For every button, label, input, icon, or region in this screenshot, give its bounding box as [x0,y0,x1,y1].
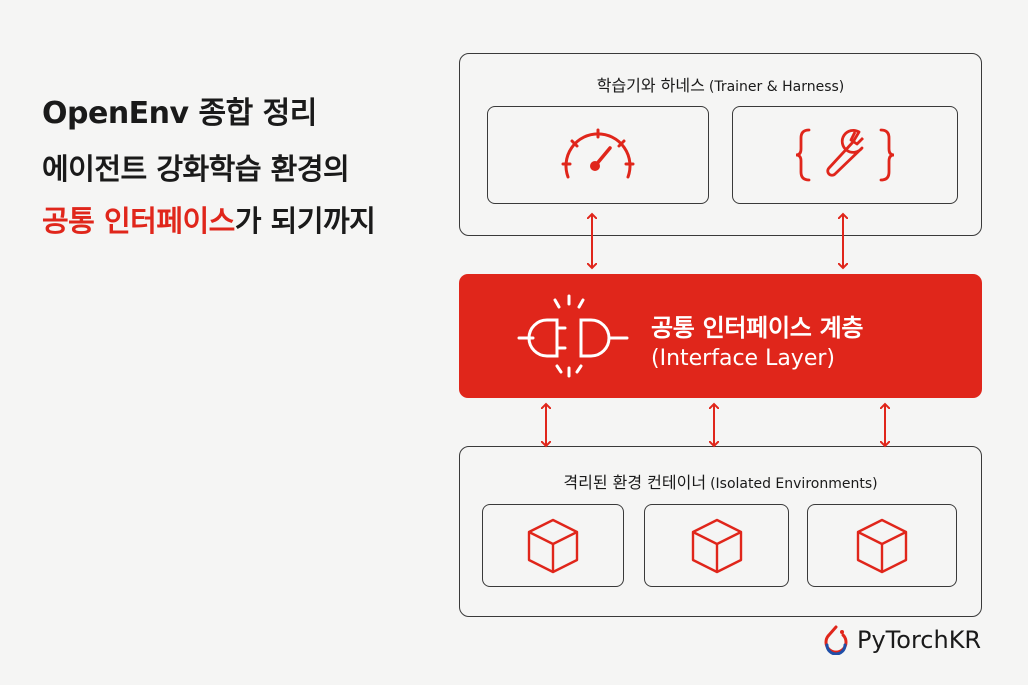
headline-rest: 가 되기까지 [234,204,376,238]
env-panel-title: 격리된 환경 컨테이너(Isolated Environments) [460,469,981,493]
headline-line-1: OpenEnv 종합 정리 [42,96,317,131]
environment-card-3 [807,504,957,587]
environment-card-1 [482,504,624,587]
brand: PyTorchKR [823,625,981,655]
trainer-title-main: 학습기와 하네스 [596,76,705,95]
code-wrench-icon [795,128,895,182]
environment-card-2 [644,504,789,587]
trainer-title-sub: (Trainer & Harness) [708,79,845,95]
interface-layer-block: 공통 인터페이스 계층 (Interface Layer) [459,274,982,398]
cube-icon [527,518,579,573]
cube-icon [856,518,908,573]
trainer-harness-panel: 학습기와 하네스(Trainer & Harness) [459,53,982,236]
env-title-main: 격리된 환경 컨테이너 [563,473,707,492]
brand-name: PyTorchKR [857,626,982,654]
cube-icon [691,518,742,573]
headline-highlight: 공통 인터페이스 [42,204,235,238]
isolated-environments-panel: 격리된 환경 컨테이너(Isolated Environments) [459,446,982,617]
harness-card [732,106,958,204]
headline-line-3: 공통 인터페이스가 되기까지 [42,198,376,240]
pytorchkr-logo-icon [824,625,848,655]
gauge-icon [561,128,635,179]
trainer-card [487,106,709,204]
interface-layer-subtitle: (Interface Layer) [651,346,835,371]
trainer-panel-title: 학습기와 하네스(Trainer & Harness) [460,72,981,96]
env-title-sub: (Isolated Environments) [710,476,878,492]
interface-layer-title: 공통 인터페이스 계층 [651,314,864,342]
headline-line-2: 에이전트 강화학습 환경의 [42,152,350,186]
plug-icon [517,294,629,378]
